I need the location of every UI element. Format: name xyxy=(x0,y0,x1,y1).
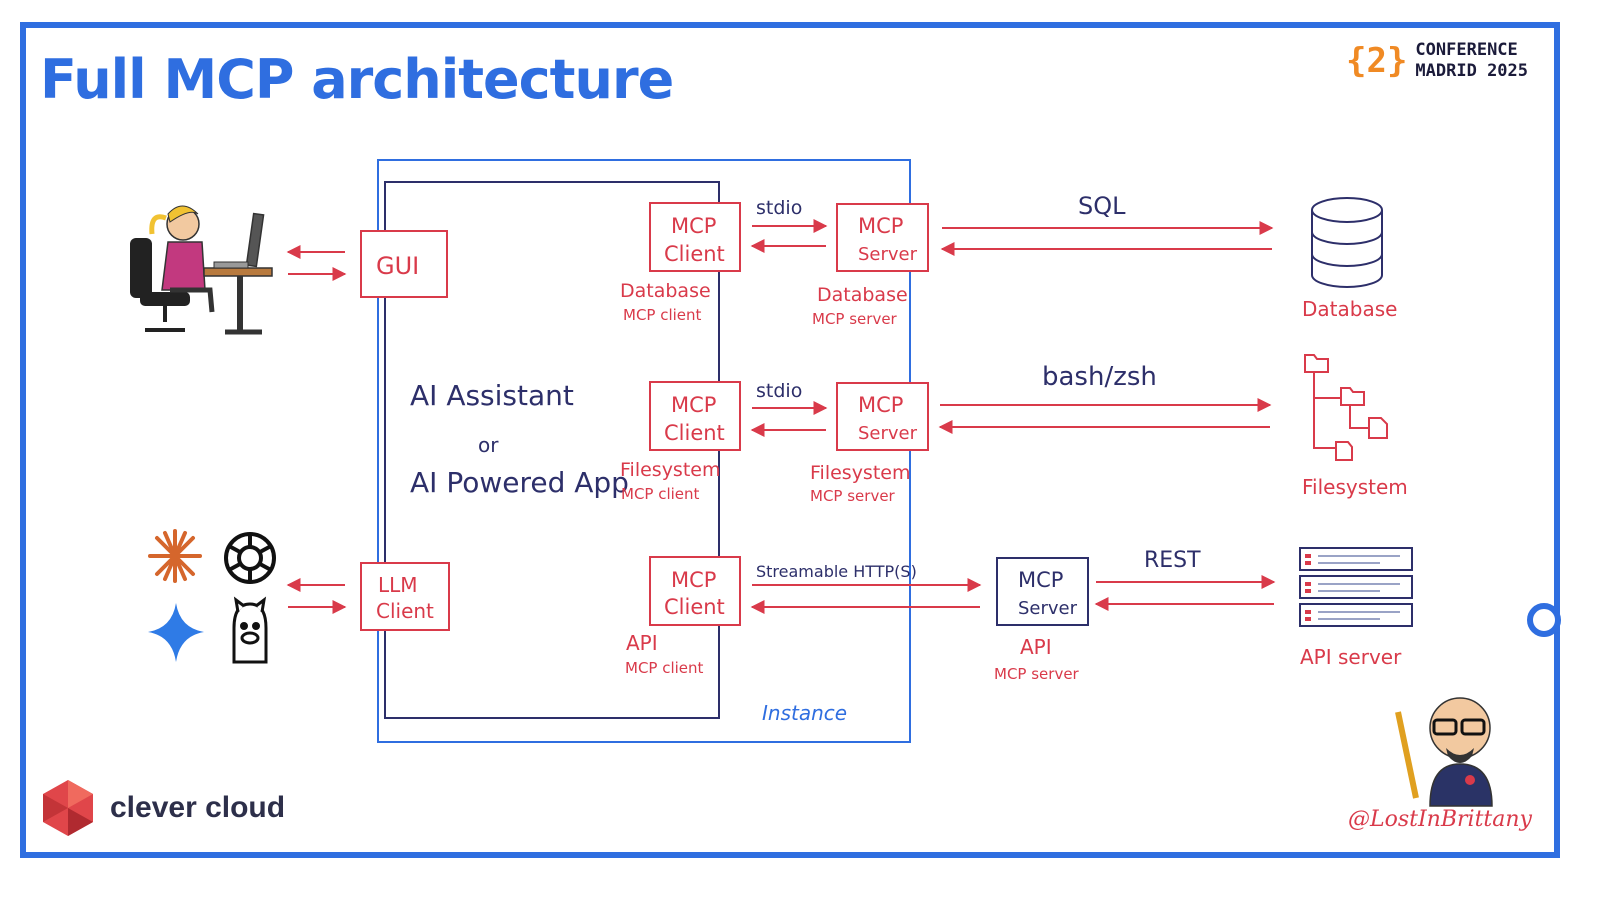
client-caption-2a: Filesystem xyxy=(620,459,720,481)
server-stack-icon xyxy=(1299,547,1413,627)
slide-frame xyxy=(20,22,1560,858)
conference-line-1: CONFERENCE xyxy=(1415,40,1518,60)
transport-2: stdio xyxy=(756,380,802,402)
conference-logo-icon: {2} xyxy=(1346,41,1408,81)
server-box-text-3b: Server xyxy=(1018,598,1078,619)
assistant-line-2: or xyxy=(478,433,499,457)
server-caption-1b: MCP server xyxy=(812,310,898,328)
target-2: Filesystem xyxy=(1302,475,1408,499)
client-box-text-2a: MCP xyxy=(671,393,716,417)
gemini-star-icon xyxy=(148,603,204,662)
brand-name: clever cloud xyxy=(110,791,286,824)
openai-icon xyxy=(224,532,276,584)
mcp-server-box-filesystem xyxy=(836,382,929,451)
page-title: Full MCP architecture xyxy=(40,48,674,111)
clever-cloud-logo-icon xyxy=(43,780,93,836)
client-box-text-3a: MCP xyxy=(671,568,716,592)
person-at-computer-icon xyxy=(130,205,273,335)
mcp-server-box-database xyxy=(836,203,929,272)
llama-icon xyxy=(232,596,268,664)
protocol-3: REST xyxy=(1144,548,1201,573)
server-caption-1a: Database xyxy=(817,284,908,306)
protocol-2: bash/zsh xyxy=(1042,362,1157,392)
instance-label: Instance xyxy=(762,701,847,725)
mcp-client-box-database xyxy=(649,202,741,272)
assistant-line-1: AI Assistant xyxy=(410,379,574,412)
client-caption-1a: Database xyxy=(620,280,711,302)
server-box-text-2a: MCP xyxy=(858,393,903,417)
server-caption-3b: MCP server xyxy=(994,665,1080,683)
mcp-client-box-filesystem xyxy=(649,381,741,451)
server-caption-2b: MCP server xyxy=(810,487,896,505)
server-box-text-1a: MCP xyxy=(858,214,903,238)
author-handle: @LostInBrittany xyxy=(1348,807,1532,832)
transport-1: stdio xyxy=(756,197,802,219)
client-caption-2b: MCP client xyxy=(621,485,700,503)
llm-client-line-2: Client xyxy=(376,599,434,623)
gui-box xyxy=(360,230,448,298)
target-1: Database xyxy=(1302,297,1397,321)
gui-label: GUI xyxy=(376,252,419,280)
client-caption-3b: MCP client xyxy=(625,659,704,677)
anthropic-star-icon xyxy=(148,529,202,583)
target-3: API server xyxy=(1300,645,1402,669)
avatar-icon xyxy=(1395,697,1493,807)
client-caption-1b: MCP client xyxy=(623,306,702,324)
conference-badge: {2} CONFERENCE MADRID 2025 xyxy=(1346,40,1528,82)
server-box-text-2b: Server xyxy=(858,423,918,444)
conference-line-2: MADRID 2025 xyxy=(1415,61,1529,81)
mcp-client-box-api xyxy=(649,556,741,626)
mcp-server-box-api xyxy=(996,557,1089,626)
client-box-text-1b: Client xyxy=(664,242,725,266)
server-box-text-3a: MCP xyxy=(1018,568,1063,592)
assistant-line-3: AI Powered App xyxy=(410,466,629,499)
protocol-1: SQL xyxy=(1078,192,1126,220)
frame-dot xyxy=(1527,603,1561,637)
server-caption-3a: API xyxy=(1020,635,1052,659)
server-caption-2a: Filesystem xyxy=(810,462,910,484)
clever-cloud-brand: clever cloud xyxy=(40,778,285,838)
server-box-text-1b: Server xyxy=(858,244,918,265)
client-caption-3a: API xyxy=(626,631,658,655)
client-box-text-2b: Client xyxy=(664,421,725,445)
client-box-text-3b: Client xyxy=(664,595,725,619)
database-cylinder-icon xyxy=(1311,197,1383,288)
client-box-text-1a: MCP xyxy=(671,214,716,238)
llm-client-box xyxy=(360,562,450,631)
transport-3: Streamable HTTP(S) xyxy=(756,562,917,581)
llm-client-line-1: LLM xyxy=(378,573,418,597)
folder-tree-icon xyxy=(1304,354,1388,461)
